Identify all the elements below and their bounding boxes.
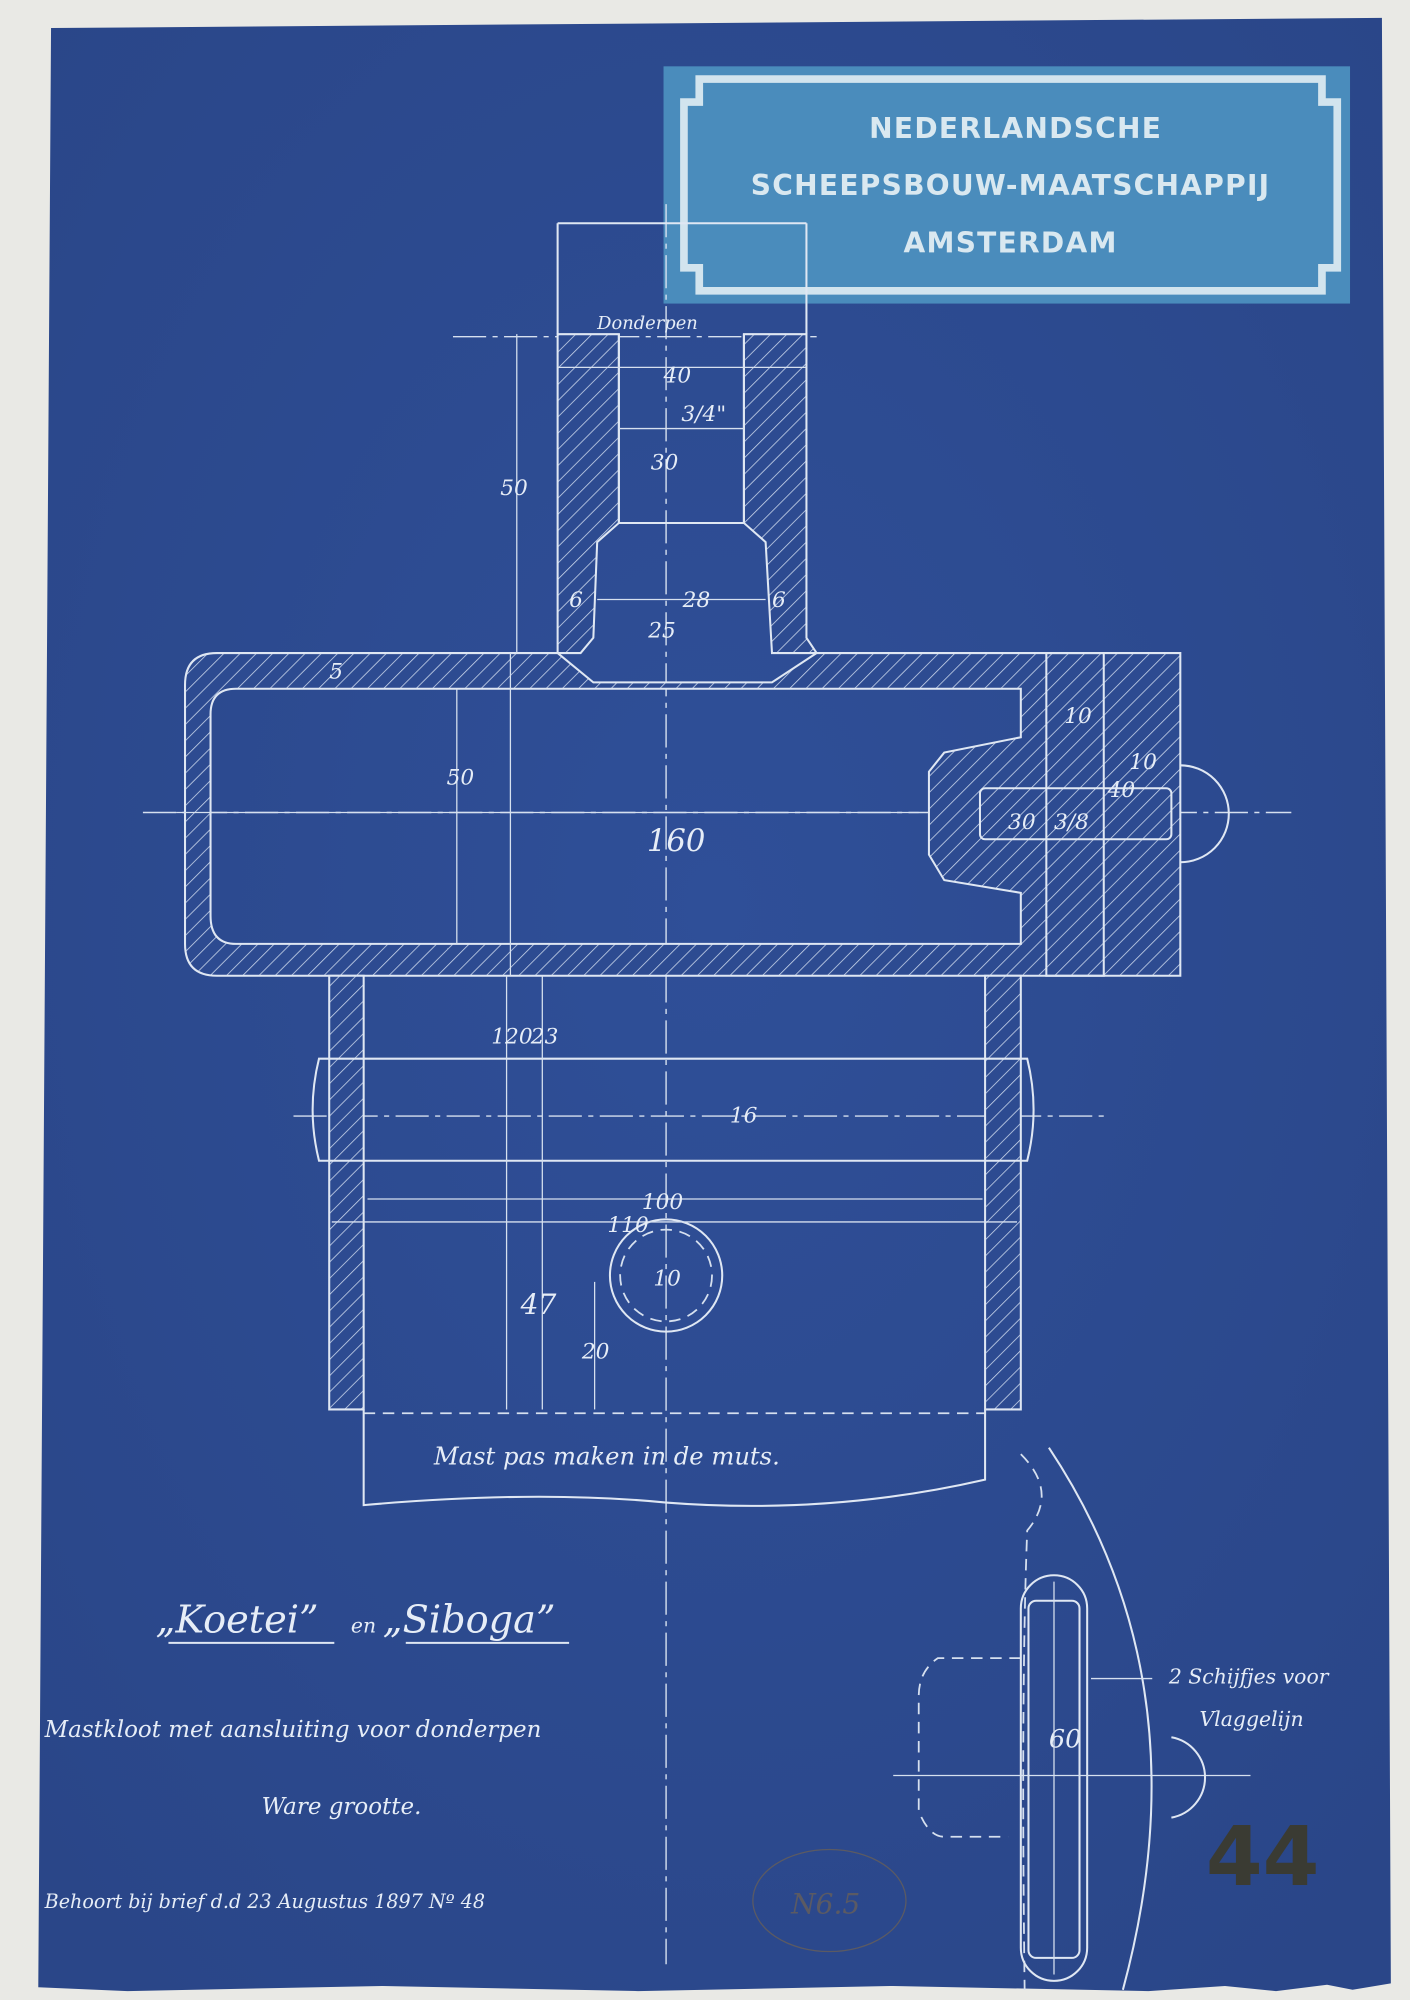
dim-label: 16 (730, 1103, 758, 1128)
letter-reference: Behoort bij brief d.d 23 Augustus 1897 N… (44, 1890, 485, 1913)
dim-label: 10 (1129, 750, 1157, 775)
shipyard-stamp: NEDERLANDSCHE SCHEEPSBOUW-MAATSCHAPPIJ A… (663, 66, 1351, 304)
mast-note: Mast pas maken in de muts. (433, 1442, 780, 1470)
title-ship-1: „Koetei” (156, 1598, 319, 1643)
blueprint-paper (38, 17, 1391, 1992)
dim-label: 3/4" (681, 402, 726, 427)
pencil-mark-text: N6.5 (790, 1887, 860, 1920)
dim-label: 40 (663, 364, 692, 389)
dim-label: 6 (772, 588, 786, 613)
dimension-labels: 40 3/4" 30 50 6 28 6 25 5 50 10 10 40 30… (329, 364, 1157, 1755)
title-block: „Koetei” en „Siboga” Mastkloot met aansl… (44, 1598, 570, 1913)
sheave (1019, 1574, 1089, 1982)
drawing-subtitle: Mastkloot met aansluiting voor donderpen (44, 1717, 542, 1743)
donderpen-label: Donderpen (596, 313, 698, 334)
title-ship-2: „Siboga” (383, 1598, 556, 1643)
stamp-line-1: NEDERLANDSCHE (869, 112, 1162, 145)
dim-label: 25 (647, 619, 676, 644)
dim-label: 6 (569, 588, 583, 613)
sheave-note-2: Vlaggelijn (1199, 1707, 1303, 1731)
mast-sleeve (311, 974, 1035, 1507)
dim-label: 5 (329, 660, 343, 685)
dim-label: 160 (647, 824, 705, 859)
pencil-mark: N6.5 (752, 1848, 907, 1953)
dim-label: 23 (530, 1024, 559, 1049)
dim-label: 10 (653, 1267, 681, 1292)
sheave-channel (1045, 652, 1105, 977)
dim-label: 30 (1008, 810, 1036, 835)
dim-label: 50 (500, 476, 528, 501)
dim-label: 47 (520, 1288, 557, 1321)
dim-label: 28 (682, 588, 711, 613)
sheave-note-1: 2 Schijfjes voor (1168, 1665, 1330, 1689)
stamp-line-2: SCHEEPSBOUW-MAATSCHAPPIJ (751, 169, 1271, 202)
dim-label: 20 (581, 1339, 610, 1364)
dim-label: 120 (491, 1024, 533, 1049)
stamp-line-3: AMSTERDAM (904, 227, 1118, 260)
bolt-hole (978, 787, 1173, 841)
sheet-number: 44 (1206, 1810, 1320, 1905)
dim-label: 10 (1064, 704, 1092, 729)
sheave-detail (893, 1447, 1251, 1991)
dim-label: 110 (607, 1213, 649, 1238)
drawing-scale: Ware grootte. (262, 1794, 422, 1820)
title-conjunction: en (351, 1614, 376, 1638)
dim-label: 3/8 (1054, 810, 1089, 835)
dimension-lines (176, 334, 1017, 1410)
dim-label: 40 (1107, 778, 1136, 803)
dim-label: 50 (447, 765, 475, 790)
bolt-circle (608, 1218, 724, 1333)
mast-cap-body (184, 652, 1230, 977)
dim-label: 100 (642, 1190, 684, 1215)
dim-label: 30 (651, 450, 679, 475)
